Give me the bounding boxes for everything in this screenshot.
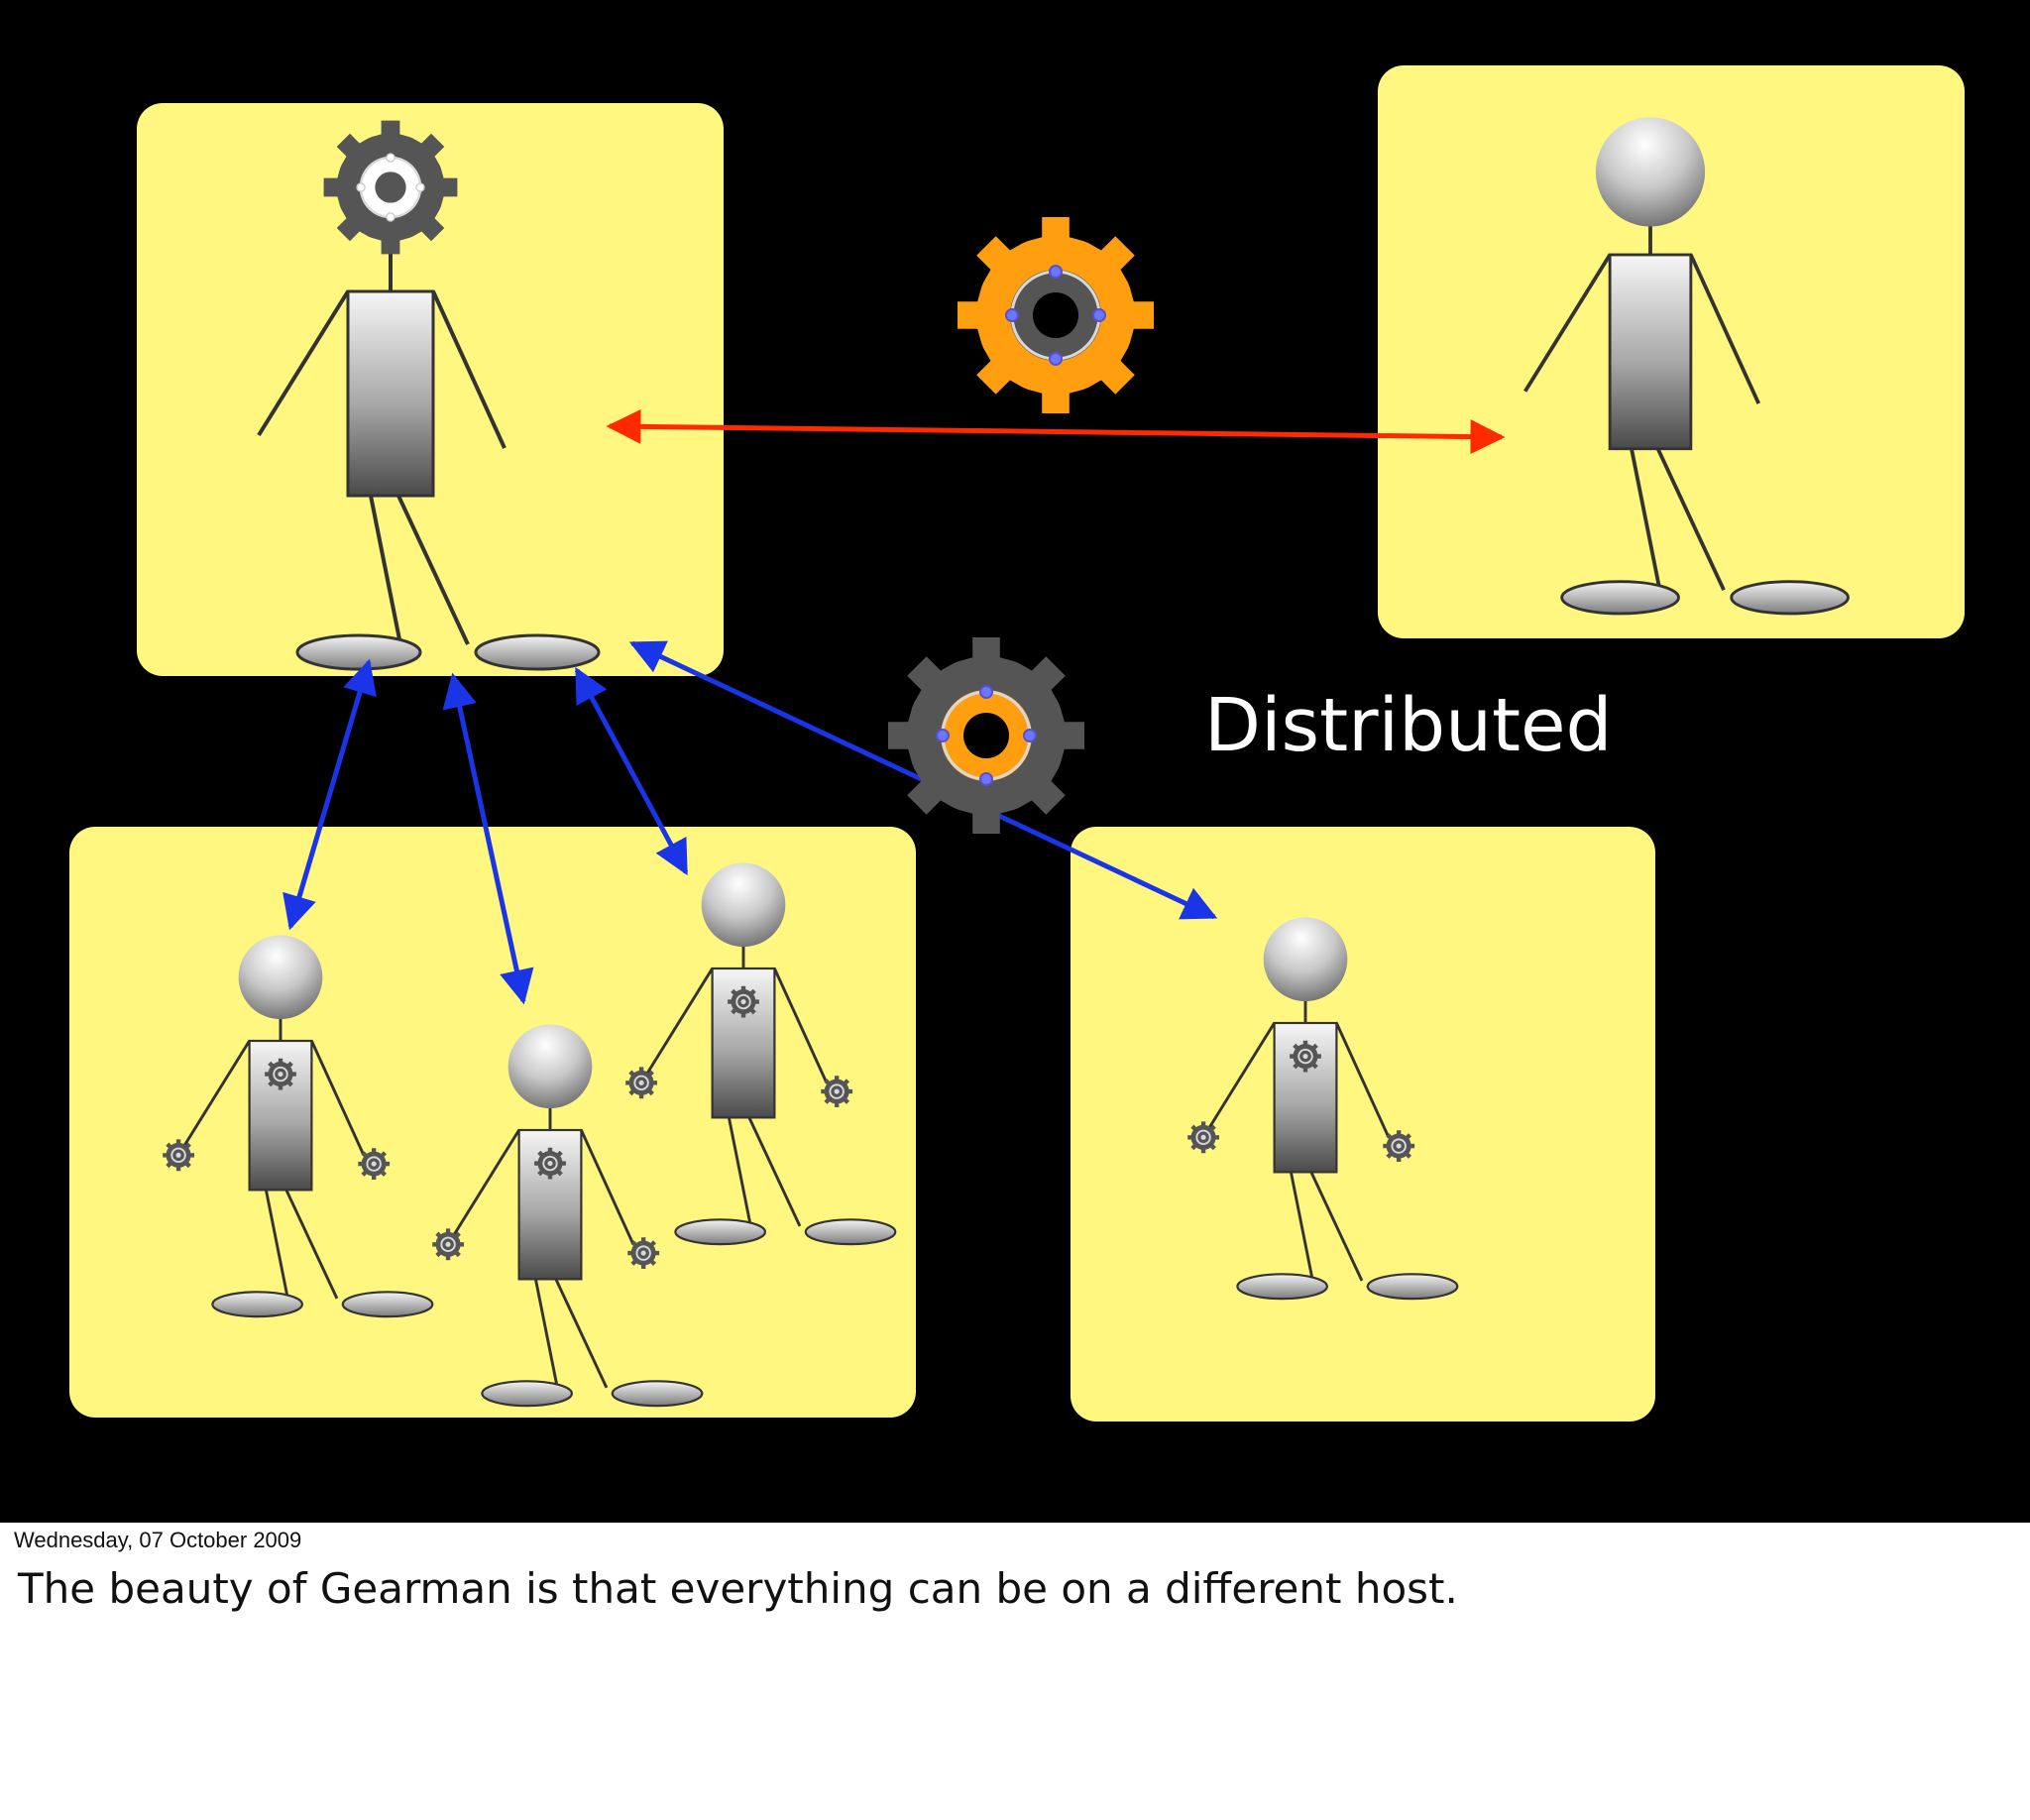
worker-hand-gear-icon (432, 1228, 464, 1261)
worker-host-box-1 (69, 827, 916, 1418)
worker-hand-gear-icon (163, 1139, 194, 1172)
person-head-icon (701, 862, 786, 948)
worker-body-gear-icon (534, 1147, 566, 1180)
worker-hand-gear-icon (1187, 1121, 1219, 1154)
worker-hand-gear-icon (1383, 1130, 1415, 1162)
worker-figure (1187, 917, 1459, 1301)
worker-hand-gear-icon (358, 1148, 391, 1180)
person-head-icon (1263, 917, 1348, 1002)
worker-hand-gear-icon (627, 1237, 660, 1269)
person-head-icon (1595, 117, 1706, 227)
job-gears-layer (888, 217, 1154, 834)
slide-canvas: Distributed (0, 0, 2030, 1523)
blue-arrow-worker-a (282, 658, 377, 931)
worker-body-gear-icon (1290, 1040, 1321, 1073)
orange-job-gear-icon (958, 217, 1154, 413)
job-server-figure (1523, 117, 1850, 616)
client-gear-head-icon (323, 120, 458, 255)
slide-date: Wednesday, 07 October 2009 (14, 1528, 302, 1552)
worker-body-gear-icon (265, 1058, 296, 1090)
worker-body-gear-icon (728, 985, 759, 1018)
worker-host-box-2 (1071, 827, 1655, 1422)
speaker-notes: The beauty of Gearman is that everything… (18, 1564, 1458, 1613)
worker-hand-gear-icon (625, 1067, 657, 1099)
distributed-diagram (69, 65, 1965, 1422)
worker-figure (432, 1024, 704, 1408)
red-arrow (606, 408, 1506, 455)
blue-arrow-worker-b (442, 672, 534, 1005)
worker-figure (163, 935, 434, 1318)
client-figure (257, 120, 601, 671)
worker-hand-gear-icon (821, 1076, 853, 1107)
person-head-icon (238, 935, 323, 1020)
person-head-icon (508, 1024, 593, 1109)
dark-job-gear-icon (888, 637, 1084, 834)
distributed-label: Distributed (1204, 683, 1613, 768)
